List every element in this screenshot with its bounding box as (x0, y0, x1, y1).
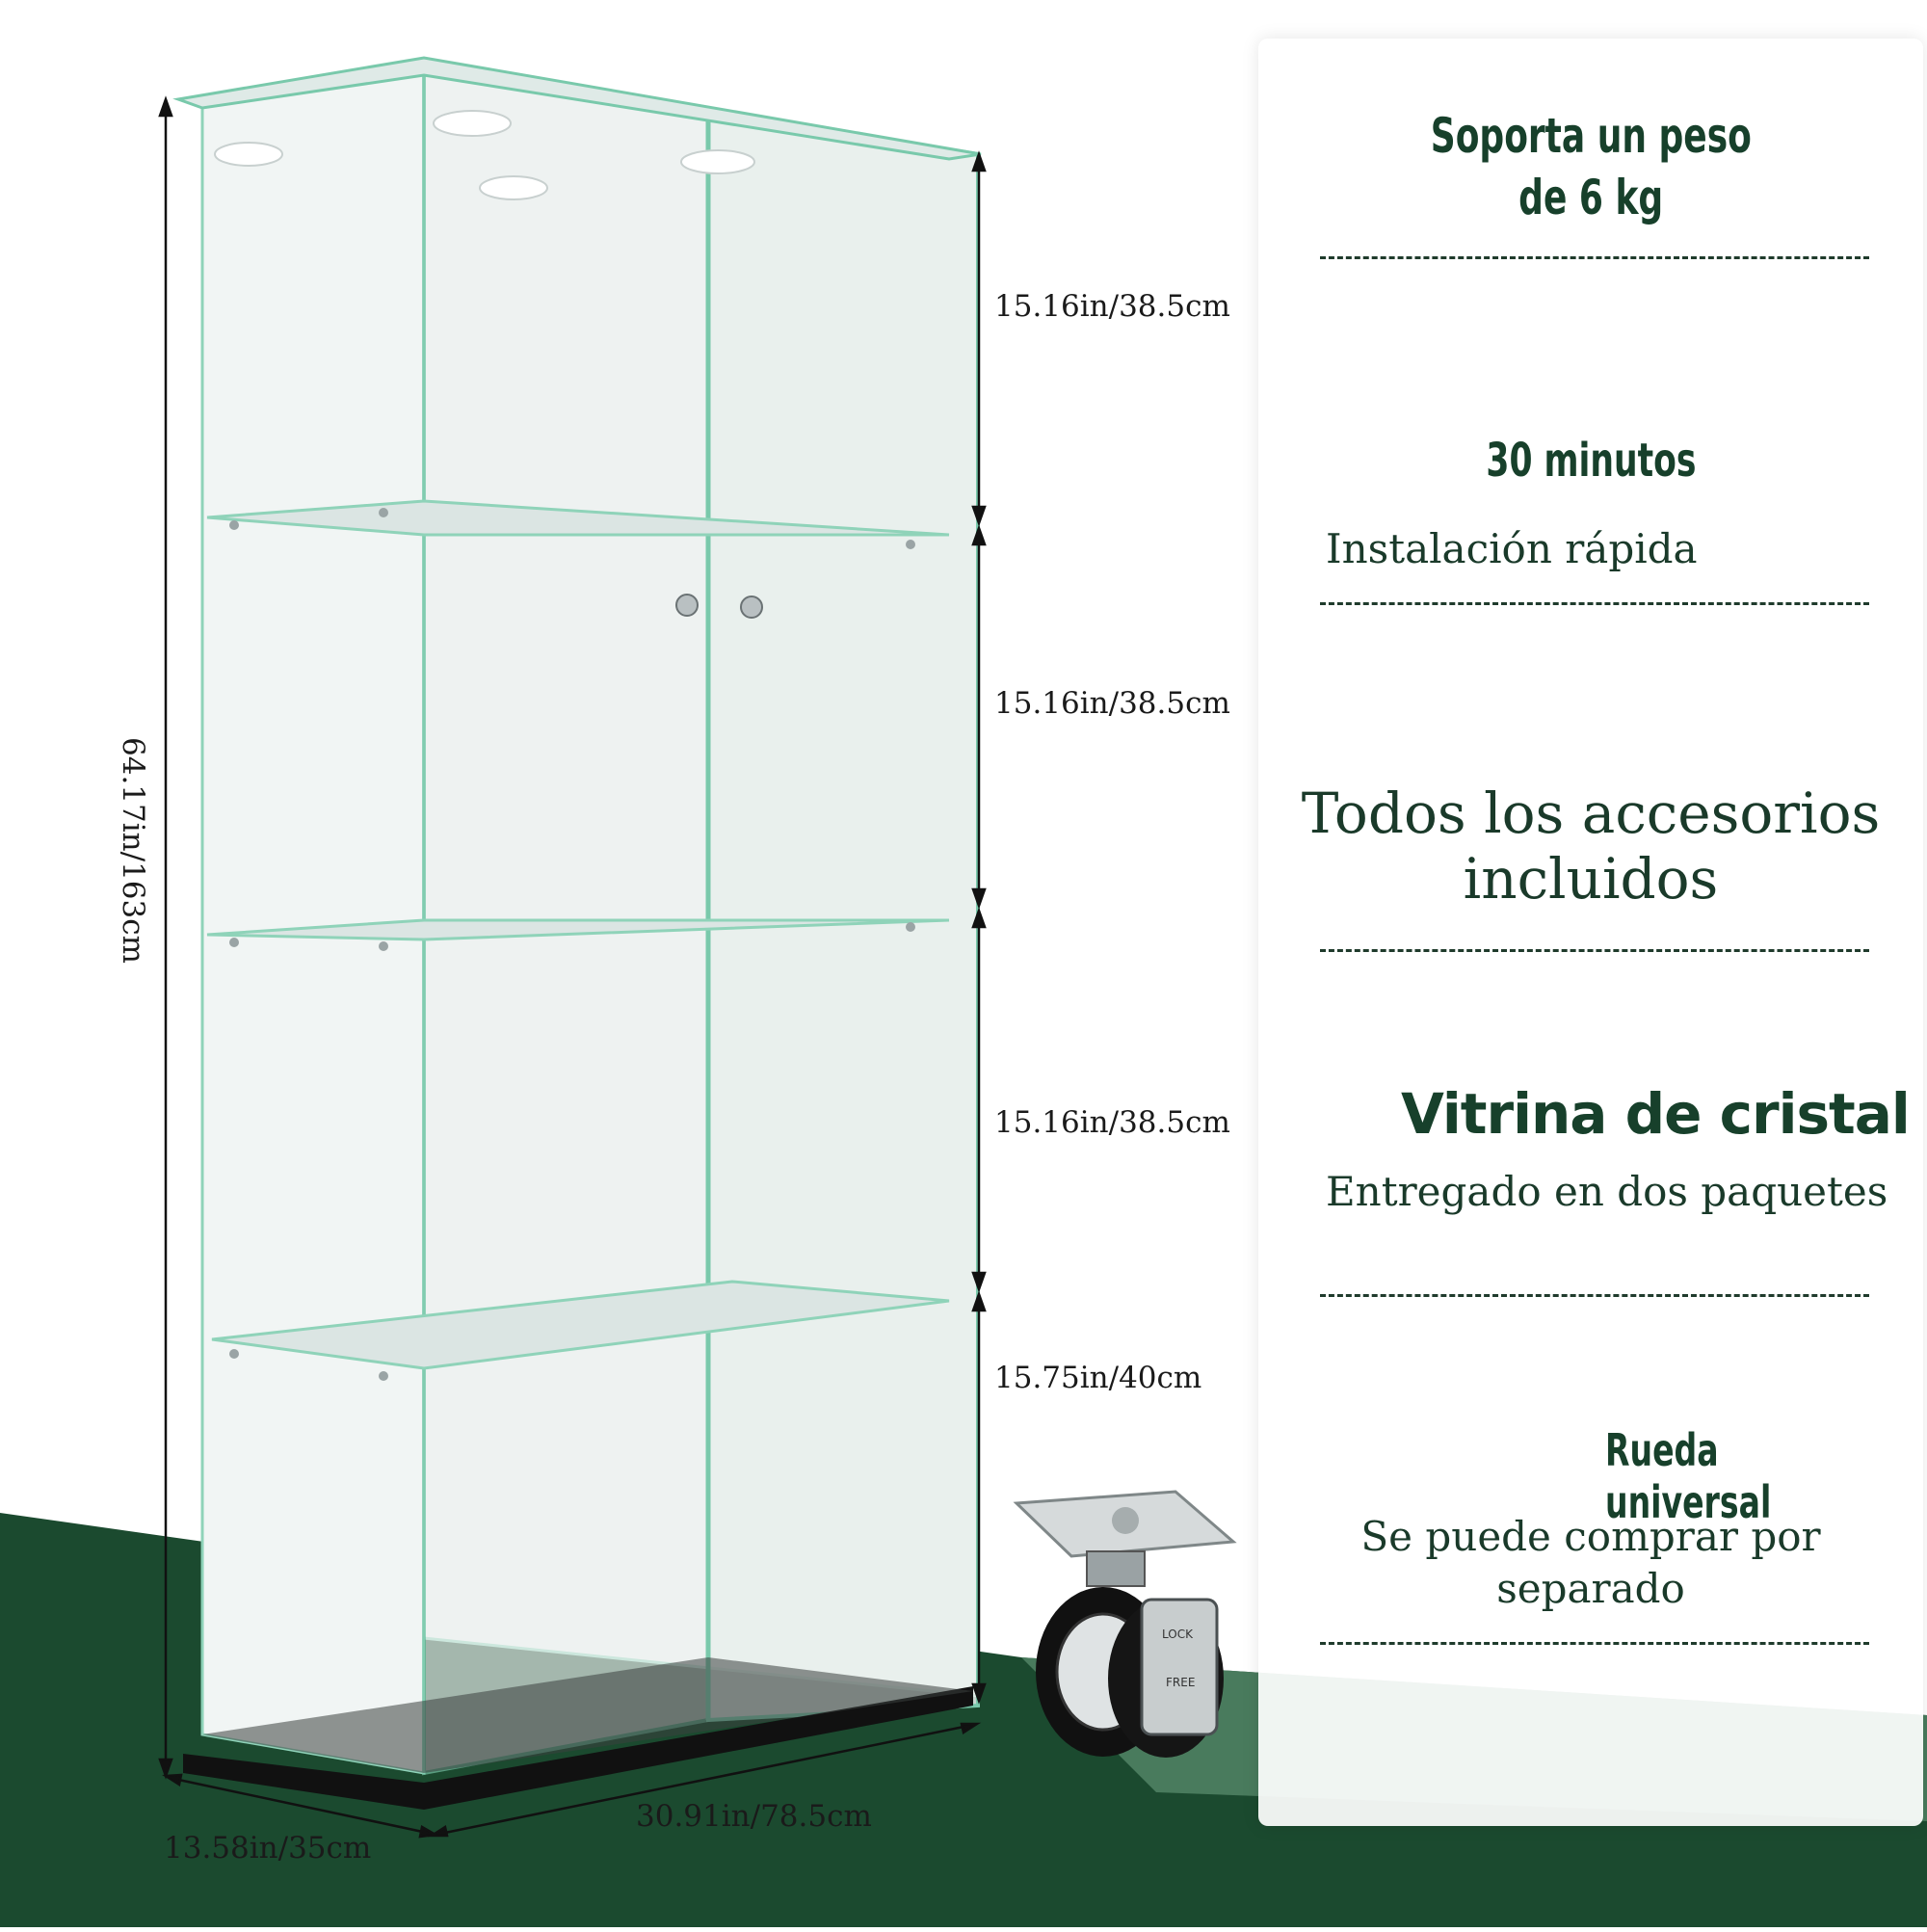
caster-lock-label: LOCK (1162, 1628, 1194, 1641)
shelf-3 (211, 1280, 950, 1370)
weight-title-line2: de 6 kg (1518, 170, 1664, 225)
dimension-lines (158, 95, 987, 1839)
feature-wheel-text: Se puede comprar por separado (1258, 1511, 1923, 1615)
wheel-text-line1: Se puede comprar por (1360, 1513, 1821, 1560)
cabinet-title: Vitrina de cristal (1401, 1081, 1911, 1147)
accessories-line2: incluidos (1463, 846, 1719, 912)
door-knob-left (675, 594, 699, 617)
time-text: Instalación rápida (1326, 525, 1698, 572)
time-title: 30 minutos (1485, 434, 1697, 488)
dimension-width: 30.91in/78.5cm (636, 1799, 872, 1834)
divider-3 (1320, 949, 1869, 952)
dimension-shelf-2: 15.16in/38.5cm (994, 686, 1230, 721)
feature-cabinet-text: Entregado en dos paquetes (1326, 1168, 1927, 1215)
divider-1 (1320, 256, 1869, 259)
feature-time: 30 minutos (1258, 434, 1923, 488)
dimension-total-height: 64.17in/163cm (116, 737, 150, 964)
feature-weight: Soporta un peso de 6 kg (1258, 108, 1923, 225)
features-panel: Soporta un peso de 6 kg 30 minutos Insta… (1258, 39, 1923, 1826)
caster-free-label: FREE (1166, 1676, 1195, 1689)
shelf-1 (206, 499, 950, 537)
feature-cabinet: Vitrina de cristal (1401, 1081, 1927, 1147)
dimension-shelf-3: 15.16in/38.5cm (994, 1105, 1230, 1140)
cabinet-text: Entregado en dos paquetes (1326, 1168, 1888, 1215)
feature-accessories: Todos los accesorios incluidos (1258, 781, 1923, 912)
divider-2 (1320, 602, 1869, 605)
black-base (183, 1686, 973, 1810)
divider-5 (1320, 1642, 1869, 1645)
feature-time-text: Instalación rápida (1326, 525, 1927, 572)
dimension-shelf-1: 15.16in/38.5cm (994, 289, 1230, 324)
divider-4 (1320, 1294, 1869, 1297)
dimension-shelf-4: 15.75in/40cm (994, 1361, 1201, 1395)
door-knob-right (740, 595, 763, 619)
caster-wheel-image: LOCK FREE (1013, 1490, 1237, 1758)
shelf-2 (206, 918, 950, 941)
accessories-line1: Todos los accesorios (1301, 781, 1881, 846)
wheel-title: Rueda universal (1605, 1424, 1772, 1528)
wheel-text-line2: separado (1496, 1565, 1685, 1612)
dimension-depth: 13.58in/35cm (164, 1831, 371, 1866)
feature-wheel: Rueda universal (1605, 1424, 1927, 1528)
glass-cabinet (172, 56, 982, 1810)
weight-title-line1: Soporta un peso (1430, 108, 1752, 164)
